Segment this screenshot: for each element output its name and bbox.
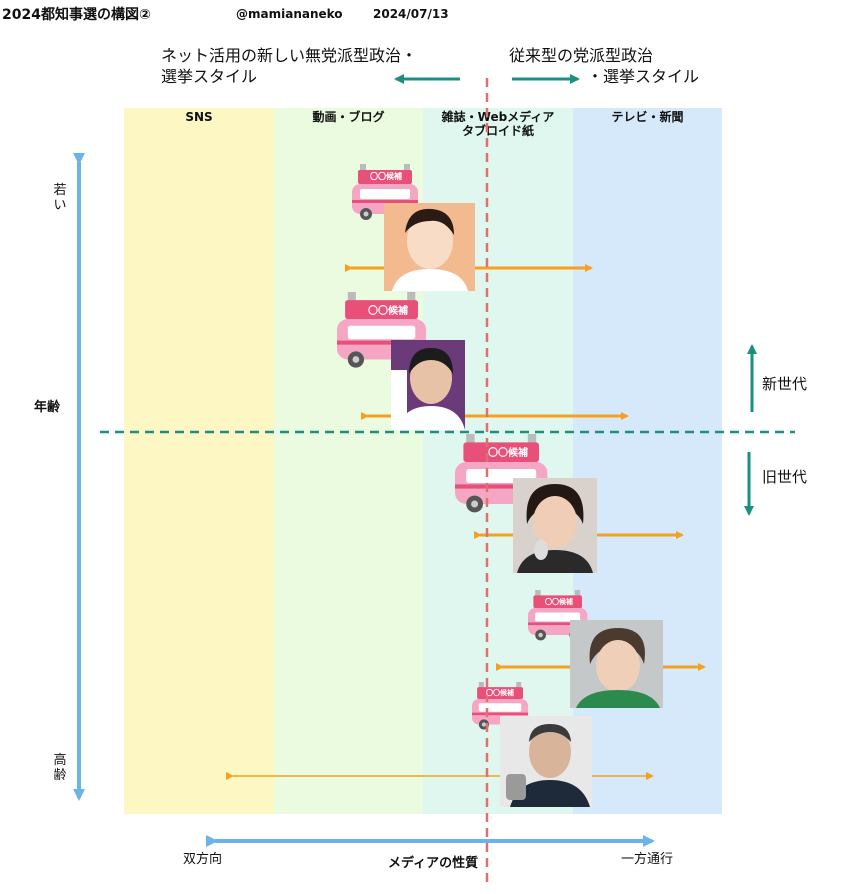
candidate-photo-2: [391, 340, 465, 430]
x-axis-center-label: メディアの性質: [388, 856, 479, 871]
banner-right-text: 従来型の党派型政治 ・選挙スタイル: [509, 46, 700, 86]
old-generation-label: 旧世代: [762, 468, 808, 486]
candidate-photo-1: [384, 203, 475, 291]
candidate-photo-4: [570, 620, 663, 708]
column-sns: [124, 108, 274, 814]
car-sign-3: 〇〇候補: [488, 448, 528, 459]
column-label-magazine-web: 雑誌・Webメディア タブロイド紙: [441, 110, 555, 138]
car-sign-5: 〇〇候補: [486, 689, 514, 697]
y-axis-top-label: 若い: [53, 183, 67, 213]
car-sign-2: 〇〇候補: [368, 306, 408, 317]
author-handle: @mamiananeko: [236, 7, 343, 21]
diagram-title: 2024都知事選の構図②: [2, 7, 151, 23]
column-label-video-blog: 動画・ブログ: [312, 110, 385, 124]
y-axis-bottom-label: 高齢: [53, 753, 67, 783]
candidate-photo-3: [513, 478, 597, 573]
new-generation-label: 新世代: [762, 375, 808, 393]
candidate-photo-5: [500, 716, 592, 807]
car-sign-1: 〇〇候補: [370, 172, 402, 181]
car-sign-4: 〇〇候補: [545, 598, 573, 606]
y-axis-center-label: 年齢: [34, 400, 61, 415]
publish-date: 2024/07/13: [373, 7, 449, 21]
column-label-tv-newspaper: テレビ・新聞: [611, 110, 684, 124]
column-label-sns: SNS: [185, 110, 213, 124]
x-axis-left-label: 双方向: [183, 852, 223, 867]
banner-left-text: ネット活用の新しい無党派型政治・ 選挙スタイル: [161, 46, 418, 86]
x-axis-right-label: 一方通行: [621, 852, 674, 867]
